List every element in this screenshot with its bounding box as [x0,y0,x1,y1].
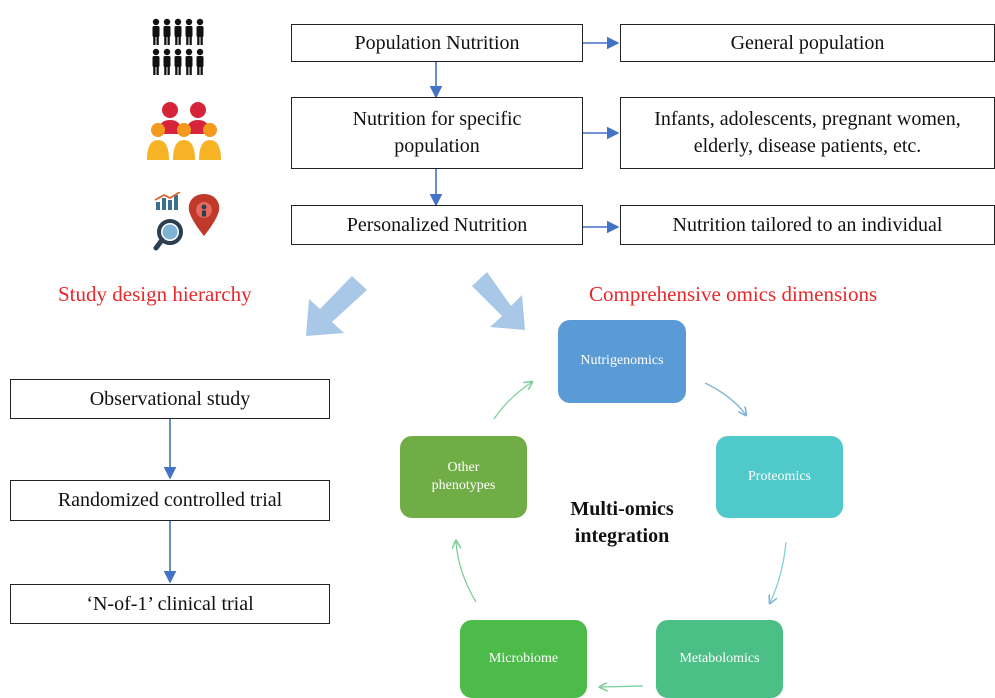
microbiome-label: Microbiome [488,650,559,666]
specific-population-box: Nutrition for specific population [291,97,583,169]
rct-box: Randomized controlled trial [10,480,330,521]
n-of-1-box: ‘N-of-1’ clinical trial [10,584,330,624]
individual-box: Nutrition tailored to an individual [620,205,995,245]
general-population-label: General population [730,31,885,54]
individual-label: Nutrition tailored to an individual [672,213,943,236]
big-arrow-left [306,276,367,336]
specific-targets-box: Infants, adolescents, pregnant women, el… [620,97,995,169]
specific-targets-label: Infants, adolescents, pregnant women, el… [654,108,961,157]
study-design-heading: Study design hierarchy [58,282,252,306]
metabolomics-node: Metabolomics [656,620,783,698]
population-nutrition-label: Population Nutrition [354,31,520,54]
cycle-arrow-microbiome-to-other [456,541,477,603]
population-nutrition-box: Population Nutrition [291,24,583,62]
general-population-box: General population [620,24,995,62]
personalized-analytics-icon [153,192,220,251]
personalized-nutrition-label: Personalized Nutrition [346,213,528,236]
rct-label: Randomized controlled trial [57,489,283,511]
cycle-arrow-nutrigenomics-to-proteomics [704,382,746,415]
microbiome-node: Microbiome [460,620,587,698]
multi-omics-center-label: Multi-omics integration [570,498,674,547]
proteomics-label: Proteomics [748,468,811,484]
observational-study-label: Observational study [89,387,251,410]
big-arrow-right [472,272,525,330]
specific-population-label: Nutrition for specific population [352,108,522,157]
cycle-arrow-other-to-nutrigenomics [493,382,532,420]
nutrigenomics-label: Nutrigenomics [580,353,664,369]
group-people-icon [147,102,221,160]
nutrigenomics-node: Nutrigenomics [558,320,686,403]
other-phenotypes-label: Other phenotypes [431,459,496,493]
personalized-nutrition-box: Personalized Nutrition [291,205,583,245]
cycle-arrow-proteomics-to-metabolomics [770,541,787,603]
omics-heading: Comprehensive omics dimensions [589,282,878,306]
proteomics-node: Proteomics [716,436,843,518]
n-of-1-label: ‘N-of-1’ clinical trial [86,592,254,615]
metabolomics-label: Metabolomics [679,650,760,666]
observational-study-box: Observational study [10,379,330,419]
other-phenotypes-node: Other phenotypes [400,436,527,518]
population-crowd-icon [152,18,204,75]
cycle-arrow-metabolomics-to-microbiome [600,686,644,687]
